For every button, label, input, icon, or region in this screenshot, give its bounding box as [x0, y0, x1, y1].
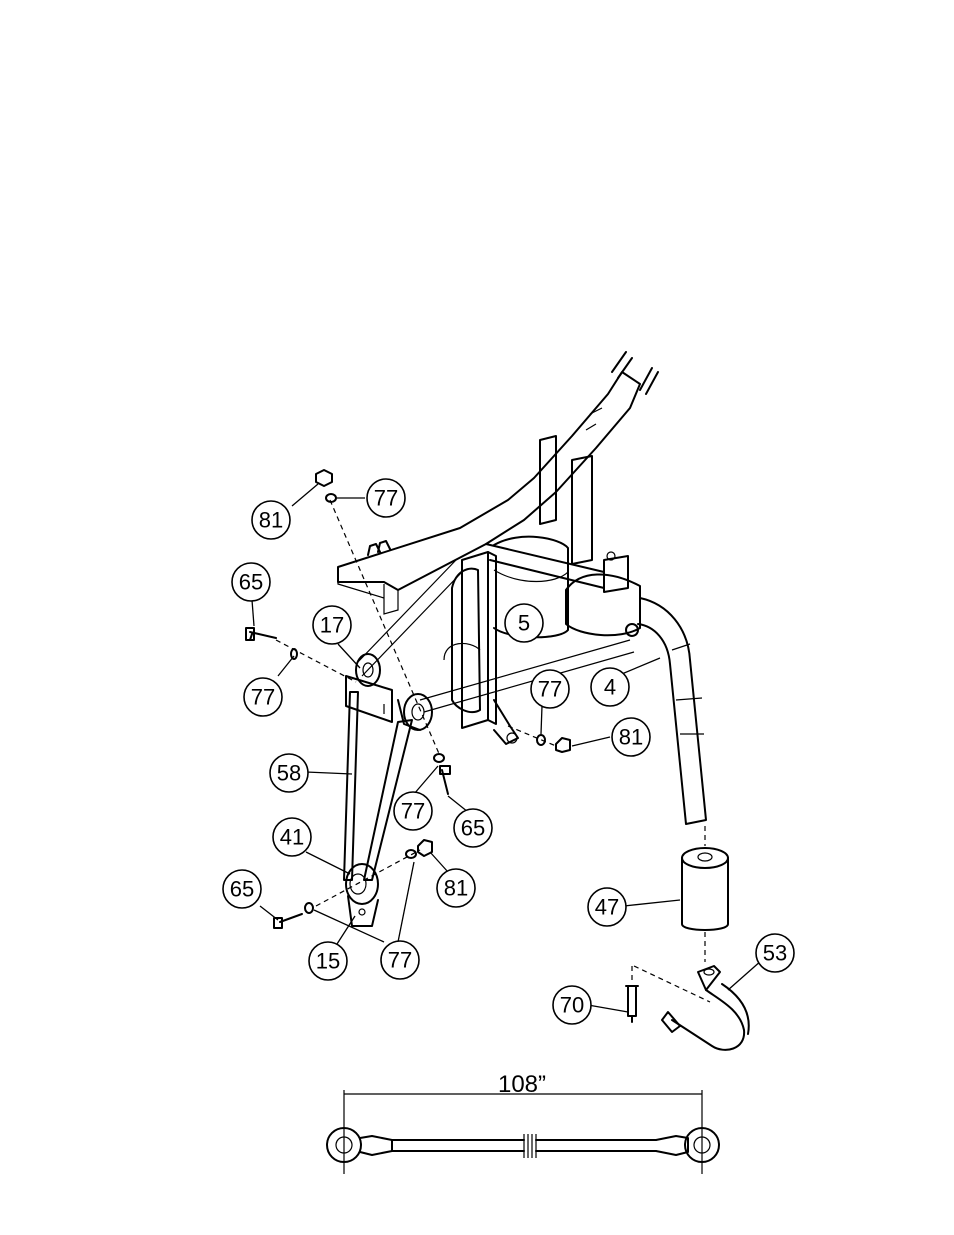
- callout-label: 65: [239, 570, 263, 595]
- callout-81b: 81: [611, 717, 651, 757]
- callout-label: 81: [259, 508, 283, 533]
- cable-eyelet-left: [326, 1127, 362, 1163]
- callout-label: 15: [316, 949, 340, 974]
- callout-70: 70: [552, 985, 592, 1025]
- callout-label: 41: [280, 825, 304, 850]
- callout-77c: 77: [530, 669, 570, 709]
- cable-detail: 108”: [326, 1071, 720, 1174]
- callout-77d: 77: [393, 791, 433, 831]
- callout-81c: 81: [436, 868, 476, 908]
- callout-label: 81: [619, 725, 643, 750]
- callout-65a: 65: [231, 562, 271, 602]
- cable-eyelet-right: [684, 1127, 720, 1163]
- callout-77a: 77: [366, 478, 406, 518]
- callout-77b: 77: [243, 677, 283, 717]
- callout-label: 53: [763, 941, 787, 966]
- callout-label: 47: [595, 895, 619, 920]
- callout-58: 58: [269, 753, 309, 793]
- callout-15: 15: [308, 941, 348, 981]
- callout-label: 81: [444, 876, 468, 901]
- callout-label: 58: [277, 761, 301, 786]
- callout-label: 70: [560, 993, 584, 1018]
- callout-label: 17: [320, 613, 344, 638]
- hardware-parts: [245, 469, 750, 1051]
- callout-label: 5: [518, 611, 530, 636]
- assembly-lines: [275, 499, 711, 1003]
- callout-label: 77: [388, 948, 412, 973]
- callout-label: 77: [374, 486, 398, 511]
- callout-53: 53: [755, 933, 795, 973]
- callout-77e: 77: [380, 940, 420, 980]
- leader-lines: [251, 483, 763, 1013]
- callout-label: 77: [251, 685, 275, 710]
- callout-label: 77: [401, 799, 425, 824]
- pulley-arm-58: [343, 653, 433, 927]
- callout-label: 65: [230, 877, 254, 902]
- callout-17: 17: [312, 605, 352, 645]
- callout-4: 4: [590, 667, 630, 707]
- callout-65b: 65: [453, 808, 493, 848]
- callout-65c: 65: [222, 869, 262, 909]
- callout-81a: 81: [251, 500, 291, 540]
- callout-label: 4: [604, 675, 616, 700]
- callout-5: 5: [504, 603, 544, 643]
- callout-label: 65: [461, 816, 485, 841]
- callout-47: 47: [587, 887, 627, 927]
- frame-assembly: [337, 351, 707, 825]
- callout-label: 77: [538, 677, 562, 702]
- callout-41: 41: [272, 817, 312, 857]
